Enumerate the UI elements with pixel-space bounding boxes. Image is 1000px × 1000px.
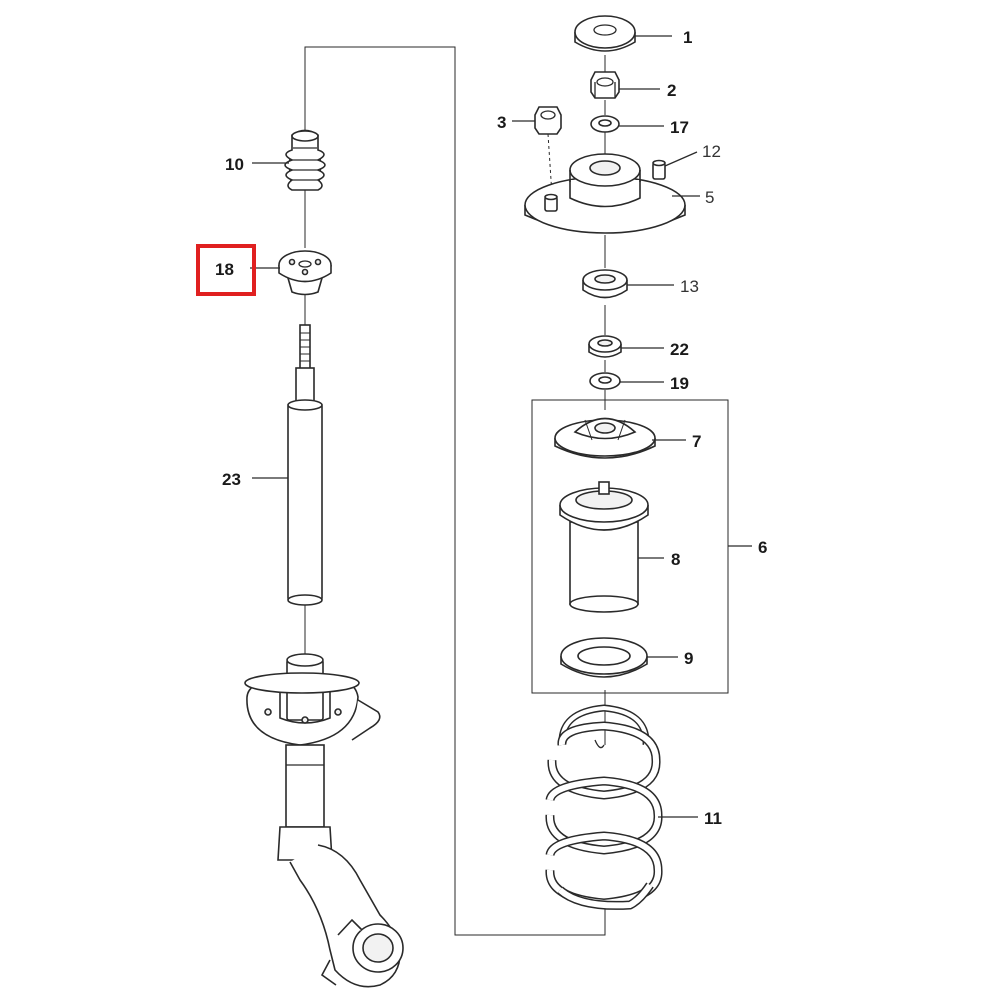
dust-cap-part — [574, 15, 636, 52]
callout-2: 2 — [667, 81, 676, 100]
callout-8: 8 — [671, 550, 680, 569]
callout-5: 5 — [705, 188, 714, 207]
top-nut-part — [590, 71, 620, 99]
callout-22: 22 — [670, 340, 689, 359]
damper-cartridge-part — [287, 324, 323, 606]
callout-7: 7 — [692, 432, 701, 451]
washer-17-part — [590, 115, 620, 133]
leader-lines — [250, 35, 752, 818]
callout-13: 13 — [680, 277, 699, 296]
coil-spring-part — [545, 704, 663, 910]
dust-boot-part — [559, 481, 649, 613]
assembly-connector-line — [304, 46, 606, 936]
callout-12: 12 — [702, 142, 721, 161]
strut-bearing-part — [582, 269, 628, 299]
callout-19: 19 — [670, 374, 689, 393]
highlight-box-18 — [196, 244, 256, 296]
bushing-22-part — [588, 335, 622, 358]
callout-18: 18 — [215, 260, 234, 279]
callout-10: 10 — [225, 155, 244, 174]
strut-housing-knuckle — [244, 653, 404, 988]
top-mount-part — [524, 153, 686, 234]
upper-spring-seat-part — [554, 417, 656, 459]
bump-stop-bellows-part — [284, 129, 326, 191]
callout-9: 9 — [684, 649, 693, 668]
callout-23: 23 — [222, 470, 241, 489]
callout-6: 6 — [758, 538, 767, 557]
washer-19-part — [589, 372, 621, 390]
callout-1: 1 — [683, 28, 692, 47]
callout-3: 3 — [497, 113, 506, 132]
callout-17: 17 — [670, 118, 689, 137]
lower-spring-seat-part — [560, 637, 648, 678]
callout-11: 11 — [704, 809, 722, 828]
mount-plate-part — [278, 250, 332, 296]
